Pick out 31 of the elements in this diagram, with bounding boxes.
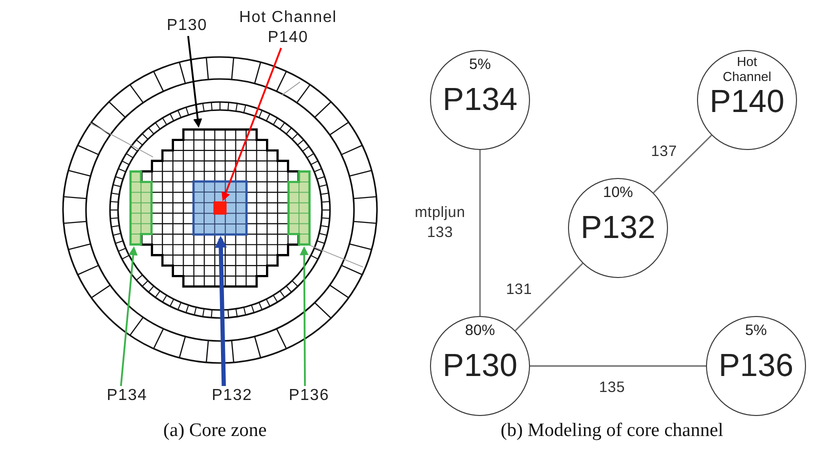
- percentage-label: 5%: [469, 56, 491, 74]
- connector-line: [653, 134, 712, 194]
- node-label: P130: [442, 347, 518, 383]
- callout-label: P130: [166, 16, 208, 36]
- highlighted-region: [192, 180, 248, 236]
- node-label: P132: [580, 209, 656, 245]
- annotation-label: Hot Channel: [722, 54, 772, 84]
- node-label: P140: [710, 84, 784, 118]
- leader-arrow: [300, 246, 309, 386]
- node-label: P134: [442, 81, 518, 117]
- callout-label: Hot Channel P140: [234, 8, 342, 48]
- leader-arrow: [187, 36, 202, 128]
- highlighted-cell: [213, 201, 227, 215]
- caption: (b) Modeling of core channel: [500, 420, 724, 442]
- callout-label: P136: [288, 386, 330, 406]
- node-label: P136: [718, 347, 794, 383]
- callout-label: P134: [106, 386, 148, 406]
- percentage-label: 10%: [602, 184, 634, 202]
- connector-line: [530, 365, 706, 367]
- percentage-label: 80%: [464, 322, 496, 340]
- highlighted-region: [129, 170, 154, 246]
- callout-label: P132: [212, 386, 252, 406]
- leader-arrow: [222, 48, 282, 202]
- connector-line: [479, 150, 481, 316]
- percentage-label: 5%: [745, 322, 767, 340]
- core-grid: [140, 128, 300, 288]
- caption: (a) Core zone: [163, 420, 267, 442]
- highlighted-region: [286, 170, 311, 246]
- connector-line: [514, 262, 584, 332]
- leader-arrow: [214, 236, 227, 386]
- leader-arrow: [120, 246, 138, 386]
